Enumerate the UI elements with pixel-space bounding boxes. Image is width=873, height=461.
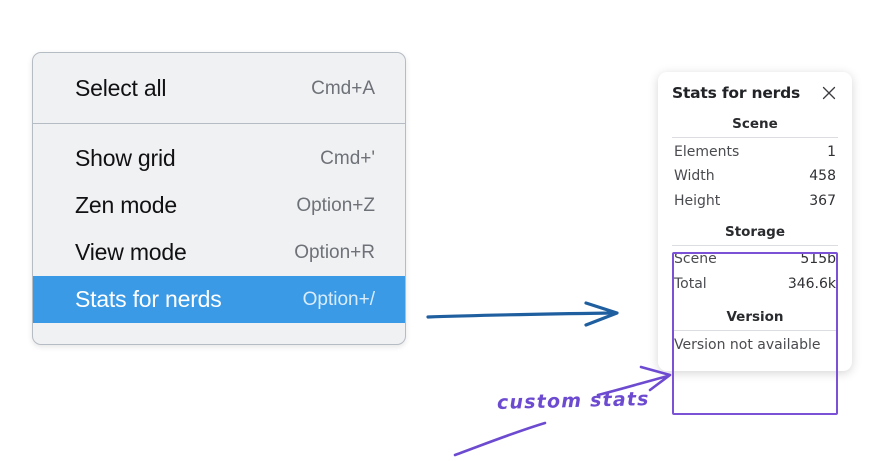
stat-row-width: Width 458 [672, 165, 838, 190]
menu-bottom-padding [33, 323, 405, 344]
stats-section-scene: Scene Elements 1 Width 458 Height 367 [672, 113, 838, 214]
section-rule [672, 329, 838, 331]
menu-item-label: Stats for nerds [75, 286, 222, 312]
stat-row-height: Height 367 [672, 189, 838, 214]
version-note: Version not available [674, 336, 821, 353]
stat-value: 458 [809, 168, 836, 184]
menu-item-label: Show grid [75, 145, 176, 171]
stat-label: Scene [674, 251, 717, 267]
menu-item-shortcut: Option+/ [302, 288, 375, 310]
section-rule [672, 244, 838, 246]
stat-value: 1 [827, 143, 836, 160]
close-icon[interactable] [820, 84, 838, 102]
stat-label: Total [674, 275, 707, 292]
stat-row-storage-scene: Scene 515b [672, 248, 838, 273]
menu-item-stats-for-nerds[interactable]: Stats for nerds Option+/ [33, 276, 405, 323]
menu-top-padding [33, 53, 405, 65]
stats-panel-title: Stats for nerds [672, 84, 801, 102]
stat-value: 346.6k [787, 275, 836, 292]
section-heading: Scene [732, 116, 778, 132]
menu-item-label: Zen mode [75, 192, 177, 218]
stats-section-storage: Storage Scene 515b Total 346.6k [672, 221, 838, 297]
stat-label: Width [674, 168, 715, 184]
handwritten-annotation-label: custom stats [496, 388, 650, 414]
menu-item-select-all[interactable]: Select all Cmd+A [33, 65, 405, 112]
stat-value: 515b [800, 251, 836, 267]
menu-item-label: Select all [75, 75, 167, 101]
menu-item-zen-mode[interactable]: Zen mode Option+Z [33, 182, 405, 229]
stats-section-version: Version Version not available [672, 306, 838, 357]
stats-for-nerds-panel: Stats for nerds Scene Elements 1 Width 4… [658, 72, 852, 371]
menu-item-label: View mode [75, 239, 187, 265]
section-heading: Storage [724, 223, 786, 240]
underline-stroke [453, 421, 547, 457]
menu-item-shortcut: Option+Z [296, 194, 375, 216]
editor-context-menu: Select all Cmd+A Show grid Cmd+' Zen mod… [32, 52, 406, 345]
stat-row-elements: Elements 1 [672, 140, 838, 165]
arrow-menu-to-panel [426, 301, 619, 327]
menu-item-shortcut: Cmd+' [320, 147, 375, 169]
stat-label: Height [674, 192, 721, 209]
stat-row-storage-total: Total 346.6k [672, 272, 838, 297]
stat-value: 367 [809, 192, 836, 209]
menu-item-shortcut: Cmd+A [311, 77, 375, 99]
menu-item-shortcut: Option+R [294, 241, 375, 263]
stats-panel-header: Stats for nerds [672, 84, 838, 102]
menu-item-show-grid[interactable]: Show grid Cmd+' [33, 135, 405, 182]
section-heading: Version [726, 308, 784, 325]
stat-label: Elements [674, 143, 740, 160]
menu-group-padding [33, 124, 405, 135]
section-rule [672, 137, 838, 138]
menu-divider [33, 123, 405, 124]
menu-item-view-mode[interactable]: View mode Option+R [33, 229, 405, 276]
